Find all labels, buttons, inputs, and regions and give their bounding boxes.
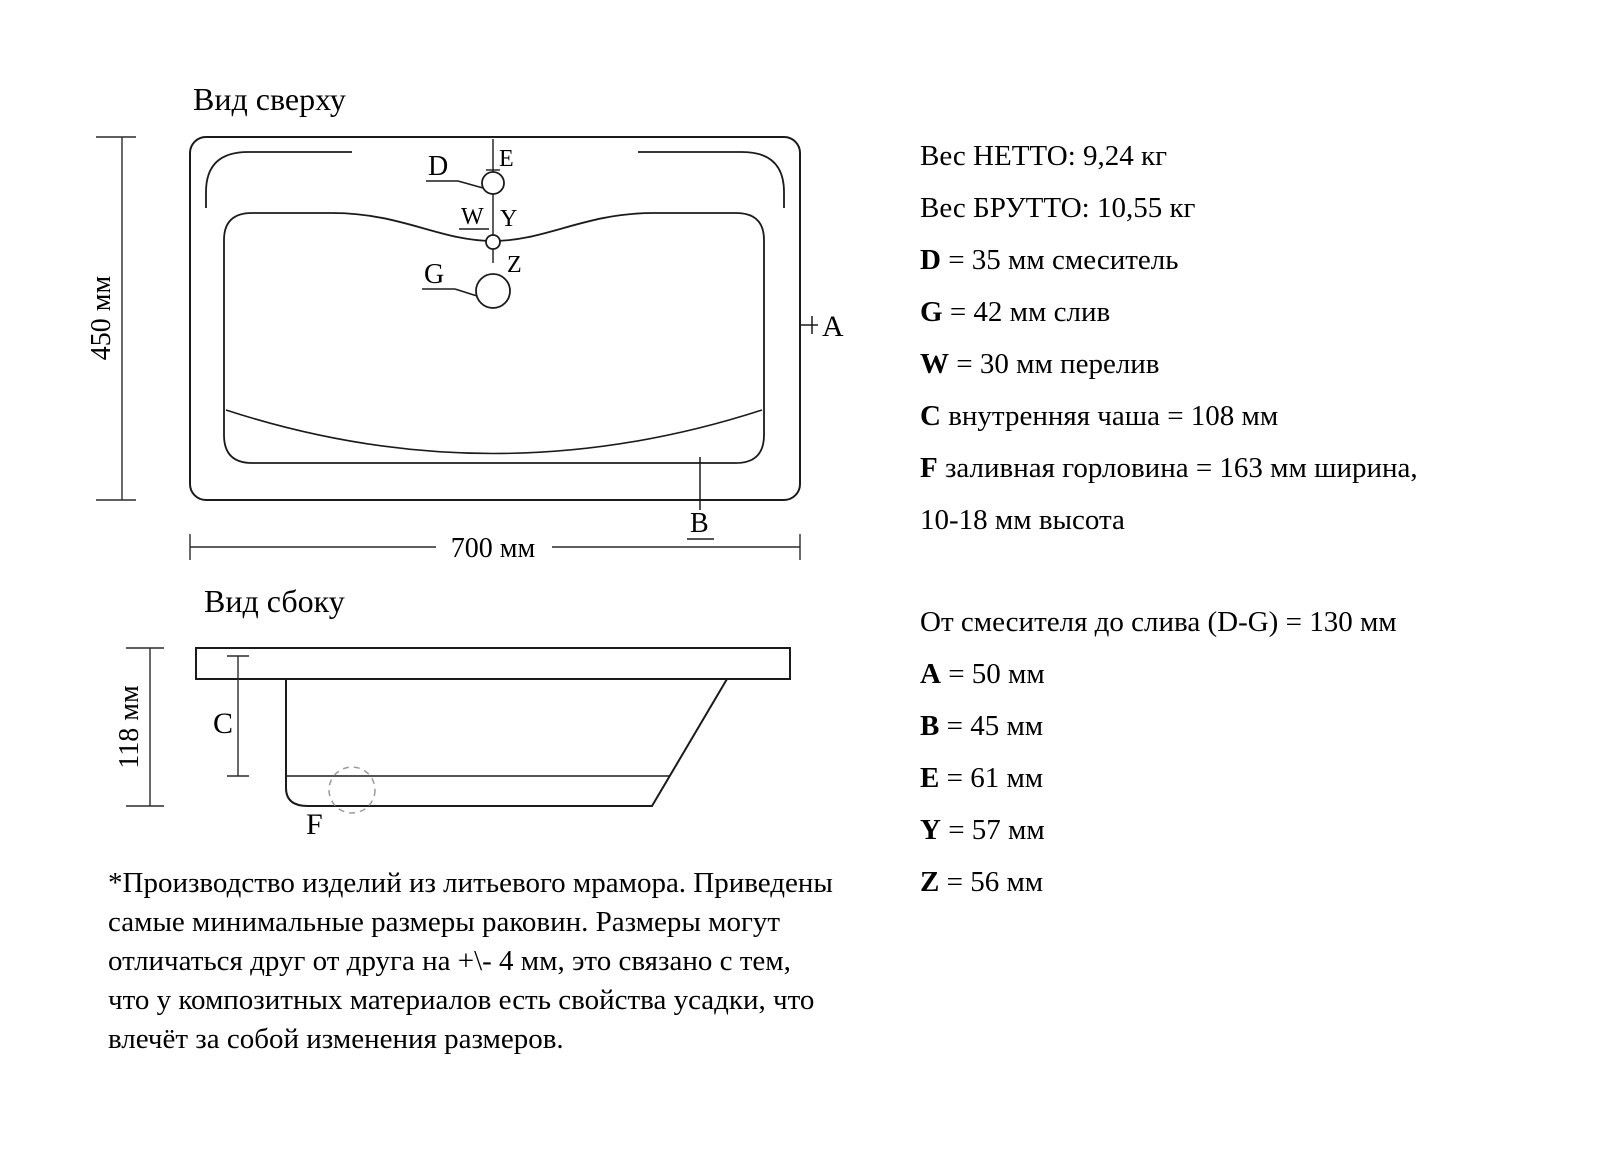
label-f: F	[306, 808, 323, 841]
label-a: A	[822, 310, 844, 343]
label-z: Z	[507, 252, 522, 278]
footnote-line: отличаться друг от друга на +\- 4 мм, эт…	[108, 945, 791, 977]
footnote-line: самые минимальные размеры раковин. Разме…	[108, 906, 781, 938]
drain-hole	[475, 273, 511, 309]
production-footnote: *Производство изделий из литьевого мрамо…	[108, 864, 833, 1059]
label-g-leader	[454, 288, 478, 297]
side-view-title: Вид сбоку	[204, 583, 345, 619]
label-g: G	[424, 259, 444, 290]
dim-450-label: 450 мм	[86, 276, 117, 361]
spec-c-bowl: C внутренняя чаша = 108 мм	[920, 400, 1279, 432]
dim-118-label: 118 мм	[114, 685, 145, 769]
footnote-line: влечёт за собой изменения размеров.	[108, 1023, 564, 1055]
side-basin-profile	[285, 678, 728, 807]
spec-b: B = 45 мм	[920, 710, 1044, 742]
top-view-title: Вид сверху	[193, 81, 346, 117]
label-b: B	[690, 508, 709, 539]
label-d: D	[428, 151, 448, 182]
ledge-corner-right	[638, 151, 785, 208]
label-y: Y	[500, 206, 517, 232]
label-e: E	[499, 146, 514, 172]
footnote-line: *Производство изделий из литьевого мрамо…	[108, 867, 833, 899]
faucet-hole	[481, 171, 505, 195]
spec-z: Z = 56 мм	[920, 866, 1044, 898]
spec-net-weight: Вес НЕТТО: 9,24 кг	[920, 140, 1167, 172]
dim-700-label: 700 мм	[451, 533, 536, 564]
basin-slope-arc	[225, 409, 763, 455]
footnote-line: что у композитных материалов есть свойст…	[108, 984, 815, 1016]
label-d-leader	[457, 180, 484, 189]
spec-dg-distance: От смесителя до слива (D-G) = 130 мм	[920, 606, 1397, 638]
spec-f-neck: F заливная горловина = 163 мм ширина,	[920, 452, 1418, 484]
filler-neck-dashed-circle	[328, 766, 376, 814]
label-w: W	[461, 204, 484, 230]
overflow-hole	[485, 234, 501, 250]
sink-technical-drawing: Вид сверху D E W Y Z G A B 450 мм 700 мм	[86, 81, 844, 841]
spec-g-drain: G = 42 мм слив	[920, 296, 1111, 328]
basin-inner-outline	[223, 212, 765, 464]
spec-gross-weight: Вес БРУТТО: 10,55 кг	[920, 192, 1196, 224]
spec-y: Y = 57 мм	[920, 814, 1045, 846]
spec-d-mixer: D = 35 мм смеситель	[920, 244, 1179, 276]
spec-e: E = 61 мм	[920, 762, 1044, 794]
spec-f-neck-height: 10-18 мм высота	[920, 504, 1125, 536]
specs-primary-block: Вес НЕТТО: 9,24 кг Вес БРУТТО: 10,55 кг …	[920, 130, 1418, 546]
spec-w-overflow: W = 30 мм перелив	[920, 348, 1160, 380]
top-view-outline	[189, 136, 801, 501]
spec-a: A = 50 мм	[920, 658, 1045, 690]
side-slab-outline	[195, 647, 791, 680]
specs-secondary-block: От смесителя до слива (D-G) = 130 мм A =…	[920, 596, 1397, 908]
ledge-corner-left	[205, 151, 352, 208]
label-c: C	[213, 707, 233, 740]
